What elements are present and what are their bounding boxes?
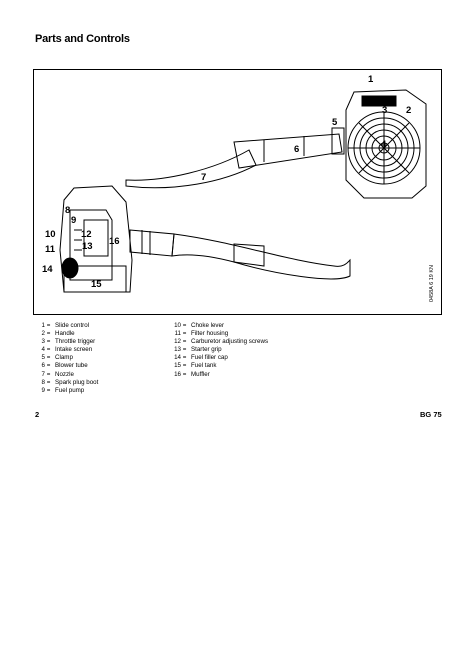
legend-item: 5 = Clamp [31,354,98,362]
legend-num: 5 [41,354,45,362]
legend-left: 1 = Slide control 2 = Handle 3 = Throttle t… [31,322,99,395]
legend-num: 3 [41,338,45,346]
legend-item: 10 = Choke lever [167,322,268,330]
legend-eq: = [181,354,187,362]
legend-num: 16 [174,370,181,378]
legend-item: 9 = Fuel pump [31,387,98,395]
callout-16: 16 [109,236,120,247]
legend-item: 3 = Throttle trigger [31,338,98,346]
model-name: BG 75 [420,410,442,419]
legend-num: 7 [41,370,45,378]
legend-label: Fuel filler cap [191,354,228,362]
parts-illustration: 1 2 3 4 5 6 7 8 9 10 11 12 13 14 15 16 0… [33,69,442,315]
callout-2: 2 [406,105,412,116]
legend-label: Clamp [55,354,73,362]
legend-item: 1 = Slide control [31,322,98,330]
legend-item: 15 = Fuel tank [167,362,268,370]
legend-item: 12 = Carburetor adjusting screws [167,338,268,346]
callout-7: 7 [201,172,207,183]
legend-eq: = [45,322,51,329]
callout-13: 13 [82,241,93,252]
legend-label: Nozzle [55,370,74,378]
legend-num: 6 [41,362,45,370]
blower-tube-lower [129,229,175,257]
callout-9: 9 [71,215,77,226]
legend-item: 8 = Spark plug boot [31,378,99,387]
legend-eq: = [45,338,51,346]
legend-num: 8 [41,378,45,386]
callout-1: 1 [368,74,374,85]
legend-eq: = [181,362,187,370]
callout-6: 6 [294,144,300,155]
legend-item: 4 = Intake screen [31,346,98,354]
legend-eq: = [181,330,187,338]
legend-right: 10 = Choke lever 11 = Filter housing 12 = C… [167,322,268,379]
legend-eq: = [181,346,187,354]
legend-eq: = [45,370,51,378]
legend-item: 14 = Fuel filler cap [167,354,268,362]
legend-label: Muffler [191,370,210,378]
legend-label: Fuel pump [55,386,85,394]
legend-item: 6 = Blower tube [31,362,98,370]
legend-eq: = [181,338,187,346]
callout-5: 5 [332,117,338,128]
legend-num: 10 [174,322,181,329]
legend-label: Slide control [55,322,90,329]
legend-num: 1 [41,322,45,329]
legend-label: Throttle trigger [55,338,96,346]
legend-item: 13 = Starter grip [167,346,268,354]
handle-upper [361,95,397,107]
callout-11: 11 [45,244,56,255]
legend-eq: = [181,370,187,378]
legend-label: Fuel tank [191,362,217,370]
legend-label: Filter housing [191,330,229,338]
legend-item: 16 = Muffler [167,371,268,379]
legend-eq: = [45,330,51,338]
clamp-upper [331,127,345,155]
legend-eq: = [45,386,51,394]
legend-num: 15 [174,362,181,370]
legend-label: Starter grip [191,346,222,354]
callout-4: 4 [381,139,387,150]
legend-num: 9 [41,386,45,394]
legend-label: Spark plug boot [55,378,99,386]
legend-eq: = [45,378,51,386]
callout-3: 3 [382,105,388,116]
legend-label: Handle [55,330,75,338]
legend-label: Blower tube [55,362,88,370]
legend-eq: = [45,362,51,370]
blower-drawing [59,89,427,293]
legend-item: 11 = Filter housing [167,330,268,338]
legend-eq: = [45,354,51,362]
legend-label: Carburetor adjusting screws [191,338,269,346]
fuel-filler-cap [61,257,79,279]
legend-num: 2 [41,330,45,338]
engine-body [59,185,133,293]
callout-10: 10 [45,229,56,240]
legend-num: 4 [41,346,45,354]
legend-label: Choke lever [191,322,225,329]
legend-eq: = [45,346,51,354]
image-code: 0458A 6 19 KN [429,264,435,302]
legend-item: 2 = Handle [31,330,98,338]
legend-num: 13 [174,346,181,354]
legend-num: 14 [174,354,181,362]
callout-15: 15 [91,279,102,290]
callout-8: 8 [65,205,71,216]
fuel-tank [63,265,127,293]
page-number: 2 [35,410,40,419]
legend-eq: = [181,322,187,329]
legend-label: Intake screen [55,346,93,354]
callout-12: 12 [81,229,92,240]
legend-num: 12 [174,338,181,346]
page-title: Parts and Controls [35,33,130,45]
legend-num: 11 [174,330,181,338]
legend-item: 7 = Nozzle [31,371,98,379]
callout-14: 14 [42,264,53,275]
blower-tube-upper [233,133,343,169]
nozzle-lower [171,233,351,280]
blower-housing-upper [345,89,427,199]
